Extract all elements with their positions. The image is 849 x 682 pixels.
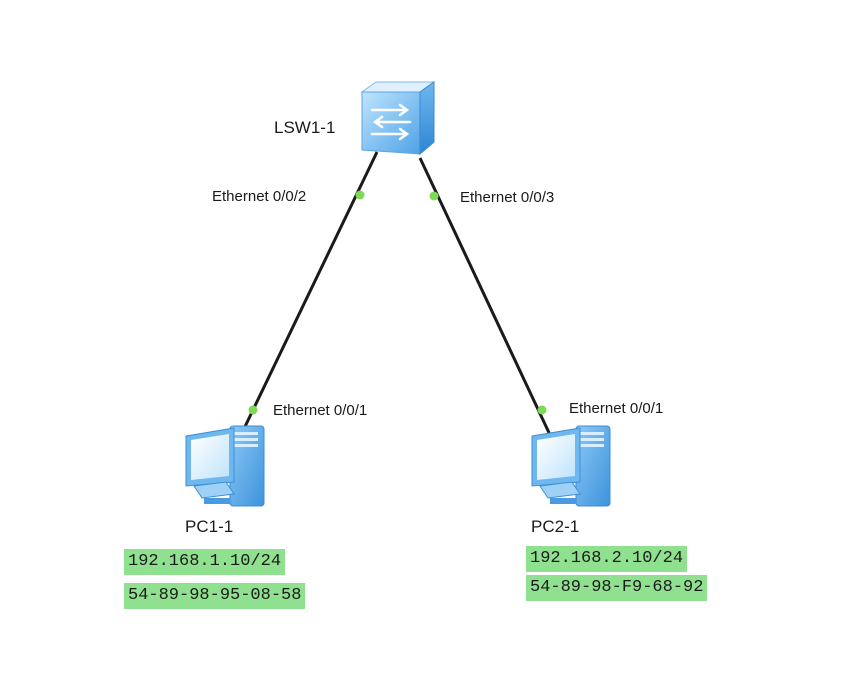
pc2-ip-note: 192.168.2.10/24 (526, 546, 688, 572)
port-label-sw-e002: Ethernet 0/0/2 (212, 188, 307, 205)
port-label-pc2-e001: Ethernet 0/0/1 (569, 400, 664, 417)
port-dot-pc2-e001 (537, 405, 547, 415)
switch-icon[interactable] (360, 81, 436, 156)
pc2-mac-note: 54-89-98-F9-68-92 (526, 575, 708, 601)
port-label-sw-e003: Ethernet 0/0/3 (460, 189, 555, 206)
pc2-label: PC2-1 (531, 517, 580, 536)
port-dot-sw-e003 (429, 191, 439, 201)
pc1-ip-note: 192.168.1.10/24 (124, 549, 286, 575)
pc1-label: PC1-1 (185, 517, 234, 536)
port-dot-sw-e002 (355, 190, 365, 200)
link-sw-pc2[interactable] (418, 157, 553, 438)
link-sw-pc1[interactable] (238, 151, 379, 438)
port-label-pc1-e001: Ethernet 0/0/1 (273, 402, 368, 419)
pc-icon[interactable] (185, 425, 265, 507)
pc-icon[interactable] (531, 425, 611, 507)
port-dot-pc1-e001 (248, 405, 258, 415)
pc1-mac-note: 54-89-98-95-08-58 (124, 583, 306, 609)
switch-label: LSW1-1 (274, 118, 336, 137)
